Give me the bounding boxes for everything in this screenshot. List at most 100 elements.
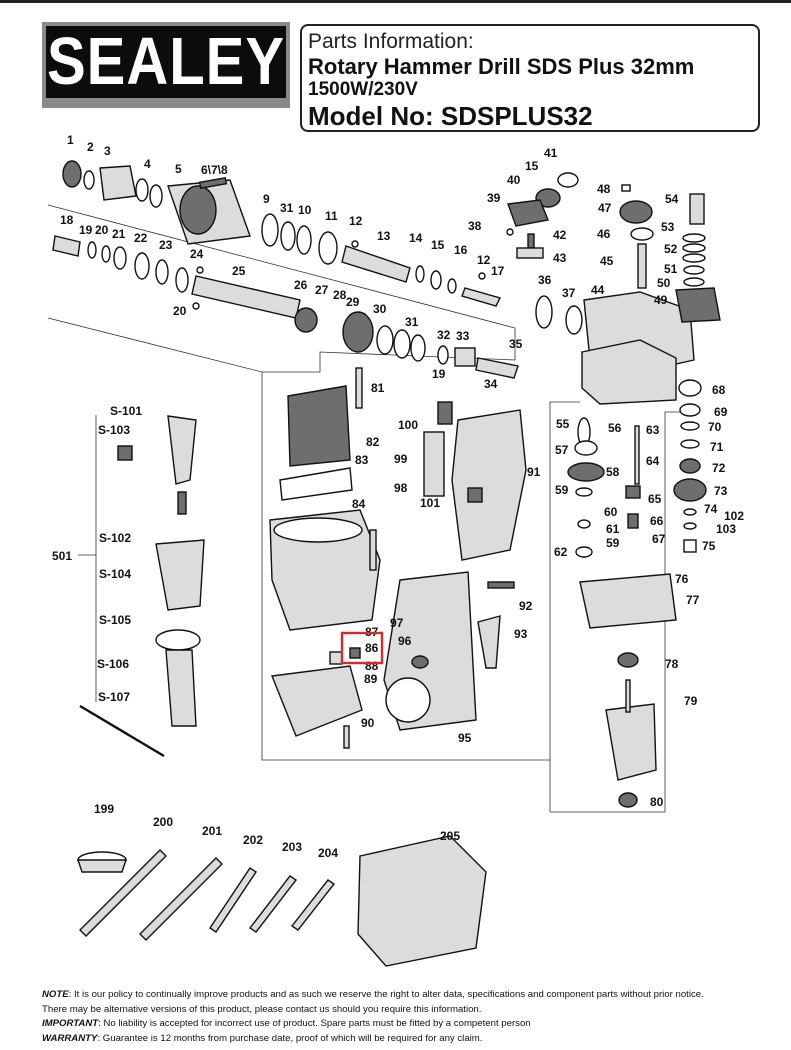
- callout-98: 98: [394, 481, 408, 495]
- callout-36: 36: [538, 273, 552, 287]
- handle-parts: [383, 401, 527, 731]
- callout-21: 21: [112, 227, 126, 241]
- callout-92: 92: [519, 599, 533, 613]
- callout-57: 57: [555, 443, 569, 457]
- callout-52: 52: [664, 242, 678, 256]
- callout-66: 66: [650, 514, 664, 528]
- callout-75: 75: [702, 539, 716, 553]
- callout-83: 83: [355, 453, 369, 467]
- callout-99: 99: [394, 452, 408, 466]
- callout-60: 60: [604, 505, 618, 519]
- callout-42: 42: [553, 228, 567, 242]
- armature-parts: [567, 379, 707, 808]
- callout-51: 51: [664, 262, 678, 276]
- callout-4: 4: [144, 157, 151, 171]
- callout-59a: 59: [555, 483, 569, 497]
- highlighted-part-86[interactable]: 86: [340, 631, 384, 665]
- product-info-box: Parts Information: Rotary Hammer Drill S…: [300, 24, 760, 132]
- warranty-text: : Guarantee is 12 months from purchase d…: [97, 1032, 483, 1044]
- callout-95: 95: [458, 731, 472, 745]
- callout-204: 204: [318, 846, 338, 860]
- callout-31b: 31: [405, 315, 419, 329]
- callout-9: 9: [263, 192, 270, 206]
- callout-30: 30: [373, 302, 387, 316]
- callout-27: 27: [315, 283, 329, 297]
- callout-67: 67: [652, 532, 666, 546]
- callout-46: 46: [597, 227, 611, 241]
- callout-63: 63: [646, 423, 660, 437]
- callout-39: 39: [487, 191, 501, 205]
- note-text: : It is our policy to continually improv…: [68, 989, 704, 1000]
- callout-20b: 20: [173, 304, 187, 318]
- side-handle-parts: [79, 415, 205, 758]
- callout-32: 32: [437, 328, 451, 342]
- top-border: [0, 0, 791, 3]
- callout-90: 90: [361, 716, 375, 730]
- note-line: NOTE: It is our policy to continually im…: [42, 988, 762, 1003]
- callout-1: 1: [67, 135, 74, 147]
- callout-73: 73: [714, 484, 728, 498]
- callout-12a: 12: [349, 214, 363, 228]
- brand-logo: SEALEY: [42, 22, 290, 108]
- callout-100: 100: [398, 418, 418, 432]
- brand-logo-plate: SEALEY: [46, 26, 286, 98]
- gear-housing-parts: [506, 172, 721, 405]
- callout-64: 64: [646, 454, 660, 468]
- callout-79: 79: [684, 694, 698, 708]
- callout-74: 74: [704, 502, 718, 516]
- callout-33: 33: [456, 329, 470, 343]
- callout-15a: 15: [431, 238, 445, 252]
- note-label: NOTE: [42, 989, 69, 1000]
- callout-45: 45: [600, 254, 614, 268]
- callout-38: 38: [468, 219, 482, 233]
- callout-97: 97: [390, 616, 404, 630]
- callout-50: 50: [657, 276, 671, 290]
- callout-23: 23: [159, 238, 173, 252]
- label-s101: S-101: [110, 404, 142, 418]
- callout-202: 202: [243, 833, 263, 847]
- callout-86: 86: [365, 641, 379, 655]
- callout-20a: 20: [95, 223, 109, 237]
- callout-19a: 19: [79, 223, 93, 237]
- callout-69: 69: [714, 405, 728, 419]
- callout-70: 70: [708, 420, 722, 434]
- callout-80: 80: [650, 795, 664, 809]
- label-s106: S-106: [97, 657, 129, 671]
- callout-61: 61: [606, 522, 620, 536]
- accessory-parts: [77, 835, 487, 967]
- label-s102: S-102: [99, 531, 131, 545]
- callout-40: 40: [507, 173, 521, 187]
- callout-48: 48: [597, 182, 611, 196]
- model-number: Model No: SDSPLUS32: [308, 101, 593, 131]
- callout-26: 26: [294, 278, 308, 292]
- callout-199: 199: [94, 802, 114, 816]
- spindle-parts: [52, 235, 519, 379]
- callout-11: 11: [325, 209, 338, 223]
- callout-54: 54: [665, 192, 679, 206]
- callout-5: 5: [175, 162, 182, 176]
- callout-82: 82: [366, 435, 380, 449]
- callout-96: 96: [398, 634, 412, 648]
- label-s104: S-104: [99, 567, 131, 581]
- chuck-assembly-parts: [62, 160, 502, 307]
- important-label: IMPORTANT: [42, 1018, 99, 1029]
- callout-59b: 59: [606, 536, 620, 550]
- callout-72: 72: [712, 461, 726, 475]
- callout-101: 101: [420, 496, 440, 510]
- note-line-2: There may be alternative versions of thi…: [42, 1003, 482, 1015]
- callout-24: 24: [190, 247, 204, 261]
- callout-41: 41: [544, 146, 558, 160]
- callout-102: 102: [724, 509, 744, 523]
- callout-201: 201: [202, 824, 222, 838]
- callout-47: 47: [598, 201, 612, 215]
- callout-31a: 31: [280, 201, 294, 215]
- callout-37: 37: [562, 286, 576, 300]
- label-s105: S-105: [99, 613, 131, 627]
- label-s107: S-107: [98, 690, 130, 704]
- product-title: Rotary Hammer Drill SDS Plus 32mm: [308, 54, 695, 79]
- callout-49: 49: [654, 293, 668, 307]
- callout-78: 78: [665, 657, 679, 671]
- callout-28: 28: [333, 288, 347, 302]
- callout-84: 84: [352, 497, 366, 511]
- callout-205: 205: [440, 829, 460, 843]
